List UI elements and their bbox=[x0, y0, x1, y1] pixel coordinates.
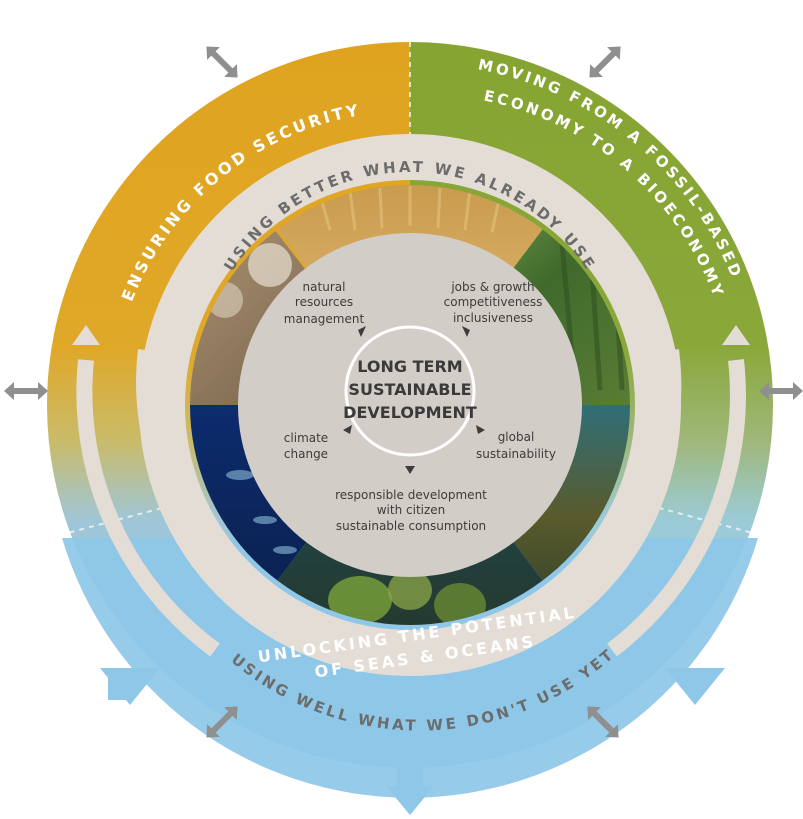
center-disc bbox=[238, 233, 582, 577]
label-natural-resources: natural resources management bbox=[284, 280, 365, 326]
marker-jobs bbox=[462, 326, 470, 337]
blue-arrow-bottom-stem bbox=[397, 762, 423, 790]
label-climate-change: climate change bbox=[284, 431, 328, 461]
label-global-sustainability-1: global bbox=[498, 430, 535, 444]
center-title-line1: LONG TERM bbox=[357, 357, 462, 376]
flow-arrow-inner-right bbox=[604, 349, 682, 565]
flow-arrow-right-head-up bbox=[722, 325, 750, 345]
center-ring bbox=[344, 325, 476, 457]
usage-ring bbox=[139, 134, 681, 676]
double-arrow-bottom-right bbox=[587, 706, 619, 738]
marker-natural bbox=[358, 326, 366, 337]
flow-arrow-inner-left bbox=[136, 349, 216, 565]
double-arrow-right bbox=[759, 382, 803, 400]
flow-arrow-left bbox=[76, 359, 220, 657]
label-climate-change-1: climate bbox=[284, 431, 328, 445]
flow-arrow-inner-left-head bbox=[195, 555, 228, 582]
label-jobs-growth: jobs & growth competitiveness inclusiven… bbox=[444, 280, 543, 325]
label-global-sustainability: global sustainability bbox=[476, 430, 556, 461]
label-global-sustainability-2: sustainability bbox=[476, 447, 556, 461]
marker-climate bbox=[343, 425, 352, 434]
blue-arrow-right-head bbox=[665, 668, 725, 705]
flow-arrow-left-head-up bbox=[72, 325, 100, 345]
label-jobs-growth-1: jobs & growth bbox=[450, 280, 534, 294]
double-arrow-top-right bbox=[589, 46, 621, 78]
blue-arrow-left-head bbox=[100, 668, 160, 705]
divider-right bbox=[621, 497, 761, 536]
double-arrow-left bbox=[4, 382, 48, 400]
marker-responsible bbox=[405, 466, 415, 474]
label-climate-change-2: change bbox=[284, 447, 328, 461]
label-responsible-development: responsible development with citizen sus… bbox=[335, 488, 487, 533]
label-responsible-development-1: responsible development bbox=[335, 488, 487, 502]
label-natural-resources-1: natural bbox=[303, 280, 346, 294]
label-responsible-development-3: sustainable consumption bbox=[336, 519, 486, 533]
marker-global bbox=[476, 425, 485, 434]
flow-arrow-right bbox=[607, 359, 746, 657]
double-arrows bbox=[4, 46, 803, 738]
label-natural-resources-2: resources bbox=[295, 295, 353, 309]
label-natural-resources-3: management bbox=[284, 312, 365, 326]
blue-arrow-bottom-head bbox=[386, 786, 434, 815]
flow-arrow-inner-right-head bbox=[592, 555, 625, 582]
center-title-line3: DEVELOPMENT bbox=[343, 403, 477, 422]
double-arrow-top-left bbox=[206, 46, 238, 78]
label-jobs-growth-3: inclusiveness bbox=[453, 311, 533, 325]
label-jobs-growth-2: competitiveness bbox=[444, 295, 543, 309]
double-arrow-bottom-left bbox=[206, 706, 238, 738]
label-responsible-development-2: with citizen bbox=[377, 503, 446, 517]
center-title-line2: SUSTAINABLE bbox=[348, 380, 471, 399]
